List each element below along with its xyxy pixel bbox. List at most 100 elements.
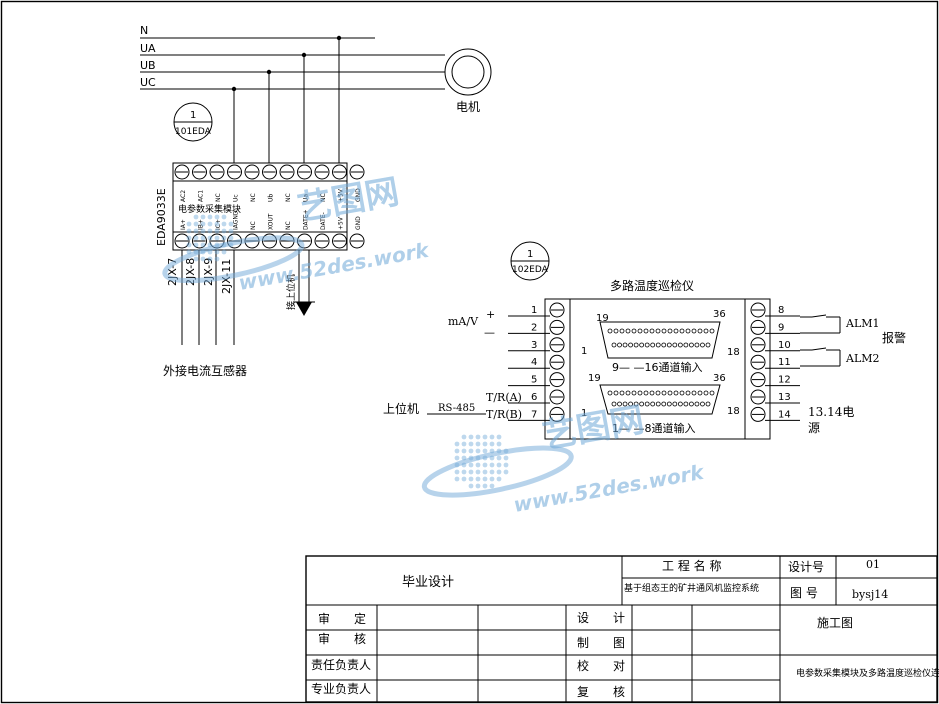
terminal-label: AC2 [180, 190, 187, 202]
power-label-b: 源 [808, 421, 820, 435]
row-design: 设 计 [577, 611, 625, 625]
terminal-screw [549, 337, 565, 353]
upper-computer-label: 接上位机 [285, 274, 297, 310]
project-name: 基于组态王的矿井通风机监控系统 [624, 582, 759, 594]
drawing-title-line: 电参数采集模块及多路温度巡检仪连接图 [796, 667, 939, 679]
terminal-label: IB+ [198, 219, 205, 230]
upper-computer: 上位机 [383, 401, 419, 416]
design-no-label: 设计号 [788, 560, 824, 574]
ct-caption: 外接电流互感器 [163, 363, 247, 378]
row-check: 校 对 [577, 658, 625, 673]
terminal-screw [549, 406, 565, 422]
row-recheck: 复 核 [577, 685, 625, 699]
terminal-screw [349, 233, 365, 249]
terminal-label: NC [285, 193, 292, 202]
terminal-screw [262, 164, 277, 180]
terminal-screw [279, 164, 295, 180]
row-draw: 制 图 [577, 636, 625, 650]
lower-connector-label: 1— —8通道输入 [612, 421, 696, 435]
svg-text:19: 19 [588, 373, 601, 384]
pin-number: 1 [531, 305, 537, 316]
power-lines: N UA UB UC [140, 24, 445, 163]
module2-ref-bubble: 1 102EDA [510, 241, 550, 281]
svg-text:18: 18 [727, 406, 740, 417]
pin-number: 12 [778, 375, 791, 386]
pin-number: 2 [531, 322, 537, 333]
upper-connector-label: 9— —16通道输入 [612, 360, 703, 374]
terminal-screw [549, 319, 565, 335]
terminal-label: XOUT [268, 213, 275, 230]
ma-v-label: mA/V [448, 315, 479, 328]
terminal-screw [750, 406, 766, 422]
drawing-no-label: 图 号 [790, 586, 818, 600]
terminal-screw [209, 164, 225, 180]
svg-text:36: 36 [713, 373, 726, 384]
terminal-label: AC1 [198, 190, 205, 202]
svg-text:102EDA: 102EDA [512, 265, 549, 275]
terminal-label: NC [215, 193, 222, 202]
terminal-label: NC [320, 193, 327, 202]
terminal-label: NC [285, 221, 292, 230]
terminal-label: Uc [233, 194, 240, 202]
terminal-screw [314, 164, 330, 180]
pin-number: 6 [531, 392, 537, 403]
title-block: 毕业设计 工 程 名 称 基于组态王的矿井通风机监控系统 设计号 01 图 号 … [305, 555, 939, 703]
pin-number: 9 [778, 322, 784, 333]
svg-text:+: + [486, 308, 495, 321]
row-specialty: 专业负责人 [311, 681, 371, 696]
svg-text:1: 1 [581, 408, 587, 419]
terminal-screw [314, 233, 330, 249]
svg-text:—: — [484, 326, 495, 339]
terminal-screw [244, 164, 260, 180]
pin-number: 7 [531, 409, 537, 420]
module1-ref-bubble: 1 101EDA [173, 102, 213, 142]
terminal-label: +5V [338, 216, 345, 230]
terminal-screw [549, 302, 565, 318]
rs485-label: RS-485 [438, 403, 475, 414]
design-no: 01 [866, 558, 880, 571]
svg-text:19: 19 [596, 313, 609, 324]
alm1-label: ALM1 [845, 317, 880, 330]
graduation-design: 毕业设计 [402, 575, 454, 590]
terminal-screw [297, 164, 312, 180]
terminal-screw [227, 164, 242, 180]
terminal-label: IAGND [233, 210, 240, 230]
svg-text:1: 1 [581, 346, 587, 357]
pin-number: 8 [778, 305, 784, 316]
terminal-screw [750, 337, 766, 353]
power-label-a: 13.14电 [808, 405, 854, 419]
line-label-n: N [140, 24, 148, 37]
svg-text:101EDA: 101EDA [175, 127, 212, 137]
watermark-brand-upper: 艺图网 [295, 172, 402, 229]
stage-label: 施工图 [817, 616, 853, 630]
terminal-screw [332, 233, 347, 249]
tr-a-label: T/R(A) [486, 391, 522, 404]
terminal-label: NC [250, 221, 257, 230]
terminal-label: IA+ [180, 219, 187, 230]
terminal-label: NC [250, 193, 257, 202]
terminal-label: IC+ [215, 219, 222, 230]
pin-number: 11 [778, 357, 791, 368]
terminal-screw [750, 372, 766, 388]
line-label-uc: UC [140, 76, 156, 89]
terminal-label: +5V [338, 188, 345, 202]
terminal-screw [750, 319, 766, 335]
line-label-ub: UB [140, 59, 156, 72]
motor-label: 电机 [456, 100, 480, 114]
alarm-label: 报警 [882, 330, 906, 345]
terminal-screw [174, 164, 190, 180]
module1-title: 电参数采集模块 [178, 203, 241, 215]
terminal-screw [549, 389, 565, 405]
pin-number: 4 [531, 357, 537, 368]
terminal-screw [174, 233, 190, 249]
svg-text:18: 18 [727, 347, 740, 358]
terminal-label: Ua [303, 194, 310, 202]
terminal-screw [750, 354, 766, 370]
svg-text:36: 36 [713, 309, 726, 320]
terminal-screw [750, 389, 766, 405]
terminal-screw [332, 164, 347, 180]
terminal-screw [549, 372, 565, 388]
pin-number: 5 [531, 375, 537, 386]
